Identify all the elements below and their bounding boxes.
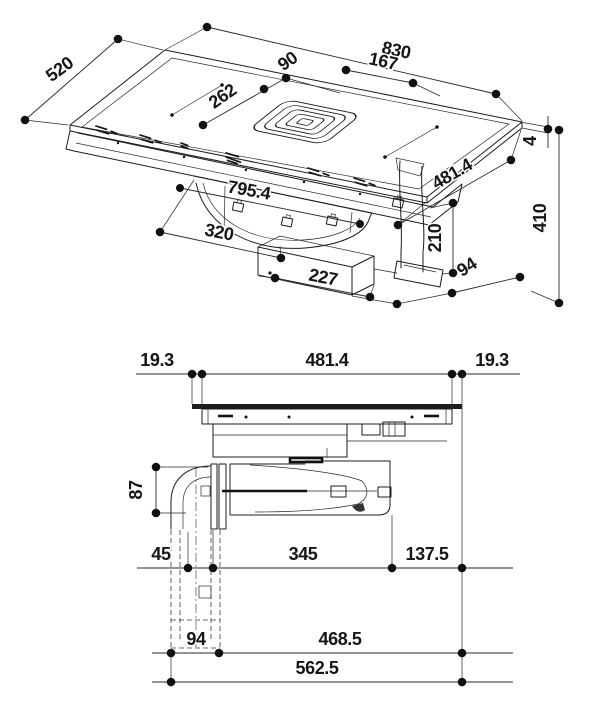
pod-bolt: [231, 199, 245, 213]
extractor-grille: [253, 100, 357, 144]
el-dim-481: 481.4: [305, 350, 348, 370]
underbox-band: [65, 130, 463, 226]
under-tray: [201, 408, 453, 425]
side-elevation-view: 19.3 481.4 19.3 87 45 345 137.5: [125, 349, 520, 687]
support-leg: [393, 157, 444, 288]
el-dim-94: 94: [186, 629, 206, 649]
el-dim-87: 87: [126, 480, 146, 500]
induction-housing: [212, 421, 447, 464]
zone-indicator-right: [383, 125, 439, 159]
glass-inner-border: [81, 57, 510, 190]
duct-box: [257, 235, 398, 296]
iso-dim-94: 94: [453, 253, 480, 280]
el-dim-137: 137.5: [405, 544, 448, 564]
iso-dim-90: 90: [274, 47, 302, 75]
iso-dim-481: 481.4: [428, 154, 476, 193]
iso-dim-320: 320: [203, 220, 236, 245]
iso-dim-210: 210: [425, 223, 445, 252]
glass-slab: [192, 404, 462, 409]
el-dim-19-left: 19.3: [140, 350, 174, 370]
iso-dim-4: 4: [520, 136, 540, 146]
el-dim-45: 45: [151, 544, 171, 564]
pod-bolt: [391, 195, 405, 209]
isometric-view: 830 520 262 90 167 4: [20, 22, 564, 309]
iso-dim-520: 520: [42, 52, 77, 85]
pod-bolt: [280, 214, 294, 228]
iso-dim-167: 167: [367, 48, 400, 74]
el-dim-562: 562.5: [295, 658, 338, 678]
el-dim-345: 345: [289, 544, 318, 564]
zone-indicator-left: [170, 83, 224, 117]
cable-detail: [352, 503, 365, 512]
elevation-dimensions: 19.3 481.4 19.3 87 45 345 137.5: [125, 349, 520, 687]
iso-dim-795: 795.4: [226, 177, 272, 204]
el-dim-19-right: 19.3: [475, 350, 509, 370]
iso-dim-410: 410: [530, 203, 550, 232]
pod-bolt: [325, 213, 339, 227]
el-dim-468: 468.5: [318, 629, 361, 649]
iso-dim-262: 262: [205, 79, 240, 112]
blower-motor: [170, 460, 392, 530]
motor-pod: [193, 175, 405, 249]
duct-dashed: [170, 468, 221, 649]
control-print-glyphs: [95, 125, 376, 196]
